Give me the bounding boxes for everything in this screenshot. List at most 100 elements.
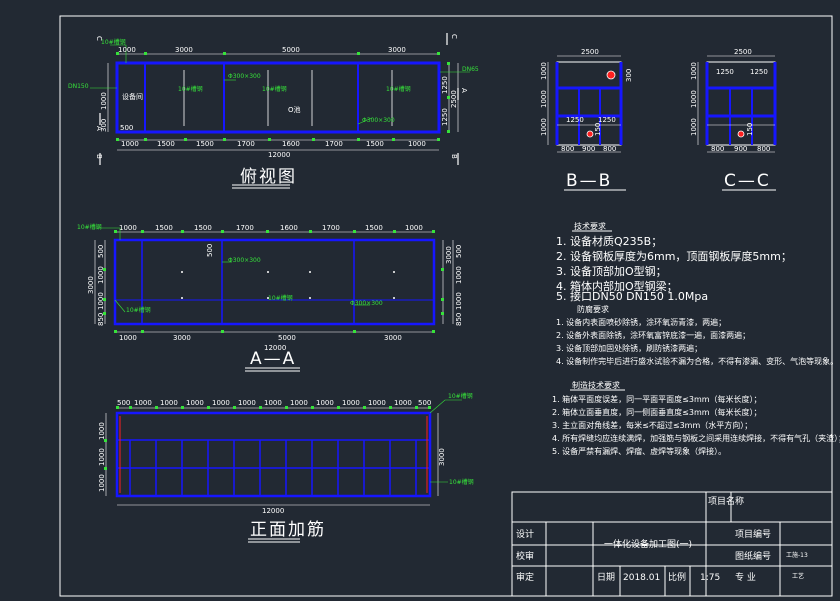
note-item: 1. 设备材质Q235B； [556, 234, 662, 248]
plan-room-text: 设备间 [122, 92, 143, 101]
note-item: 3. 主立面对角线差，每米≤不超过≤3mm（水平方向）； [552, 420, 752, 430]
plan-bottom-dim: 1600 [282, 140, 300, 148]
section-a-left: 850 [97, 313, 105, 326]
section-a-top: 1000 [405, 224, 423, 232]
section-a-title: A—A [250, 349, 296, 369]
section-c-view [697, 55, 777, 153]
section-mark: C [450, 34, 458, 39]
notes-heading: 技术要求 [574, 221, 606, 231]
tb-drawing-title: 一体化设备加工图(一) [604, 538, 692, 550]
section-a-left: 3000 [87, 276, 95, 294]
elevation-top: 1000 [212, 399, 230, 407]
elevation-top: 1000 [368, 399, 386, 407]
plan-bottom-dim: 1500 [366, 140, 384, 148]
elevation-top: 1000 [134, 399, 152, 407]
plan-total-dim: 12000 [268, 151, 290, 159]
elevation-top: 1000 [290, 399, 308, 407]
tb-date: 2018.01 [623, 573, 660, 583]
section-c-left: 1000 [690, 62, 698, 80]
section-a-bottom: 3000 [384, 334, 402, 342]
plan-green-label: Φ300×300 [228, 73, 261, 80]
section-b-left: 1000 [540, 62, 548, 80]
section-a-top: 1000 [119, 224, 137, 232]
elevation-right: 3000 [438, 448, 446, 466]
section-a-view [94, 227, 454, 333]
section-a-bottom: 1000 [119, 334, 137, 342]
section-mark: A [460, 88, 468, 93]
section-a-top: 1600 [280, 224, 298, 232]
section-a-green: 10#槽钢 [268, 294, 293, 302]
note-item: 2. 设备钢板厚度为6mm，顶面钢板厚度5mm； [556, 249, 792, 263]
section-c-top: 2500 [734, 48, 752, 56]
tb-drawing-no: 图纸编号 [735, 550, 771, 562]
elevation-left: 1000 [98, 422, 106, 440]
elevation-title: 正面加筋 [250, 520, 326, 540]
plan-left-dim: 300 [100, 119, 108, 132]
elevation-top: 1000 [264, 399, 282, 407]
plan-inner-dim: 500 [120, 124, 133, 132]
section-mark: C [95, 36, 103, 41]
section-b-title: B—B [566, 171, 612, 191]
elevation-green: 10#槽钢 [448, 392, 473, 400]
elevation-total: 12000 [262, 507, 284, 515]
plan-green-label: DN150 [68, 83, 89, 90]
tb-drawing-no-value: 工施-13 [786, 551, 808, 559]
section-mark: B [450, 154, 458, 159]
section-a-green: Φ300×300 [350, 300, 383, 307]
note-item: 5. 设备严禁有漏焊、焊瘤、虚焊等现象（焊接）。 [552, 446, 726, 456]
section-c-bottom: 900 [734, 145, 747, 153]
title-block-grid [511, 491, 833, 597]
section-a-top: 1700 [322, 224, 340, 232]
note-item: 2. 设备外表面除锈，涂环氧富锌底漆一遍，面漆两遍； [556, 330, 750, 340]
section-b-circle: 300 [625, 69, 633, 82]
section-a-left: 500 [97, 245, 105, 258]
tb-project-no: 项目编号 [735, 528, 771, 540]
section-c-bottom: 800 [711, 145, 724, 153]
section-a-left: 1000 [97, 266, 105, 284]
plan-bottom-dim: 1000 [408, 140, 426, 148]
section-a-total: 12000 [264, 344, 286, 352]
section-b-mid: 1250 [598, 116, 616, 124]
plan-green-label: 10#槽钢 [101, 38, 126, 46]
section-a-top: 1500 [365, 224, 383, 232]
section-a-right: 850 [455, 313, 463, 326]
section-a-top: 1500 [155, 224, 173, 232]
section-b-bottom: 800 [561, 145, 574, 153]
note-item: 4. 箱体内部加O型钢梁； [556, 279, 678, 293]
section-a-right: 500 [455, 245, 463, 258]
plan-right-total: 2500 [450, 90, 458, 108]
plan-green-label: DN65 [462, 66, 479, 73]
plan-bottom-dim: 1000 [121, 140, 139, 148]
tb-discipline-label: 专 业 [735, 571, 756, 583]
plan-bottom-dim: 1500 [196, 140, 214, 148]
tb-project-name-label: 项目名称 [708, 495, 744, 507]
elevation-top: 500 [117, 399, 130, 407]
section-a-green: 10#槽钢 [126, 306, 151, 314]
plan-bottom-dim: 1500 [157, 140, 175, 148]
elevation-left: 1000 [98, 448, 106, 466]
section-b-bottom: 800 [603, 145, 616, 153]
plan-left-dim: 1000 [100, 92, 108, 110]
tb-discipline: 工艺 [792, 572, 804, 580]
section-a-green: 10#槽钢 [77, 223, 102, 231]
elevation-top: 1000 [394, 399, 412, 407]
note-item: 2. 箱体立面垂直度，同一侧面垂直度≤3mm（每米长度）； [552, 407, 762, 417]
plan-top-dim: 3000 [388, 46, 406, 54]
section-a-green: Φ300×300 [228, 257, 261, 264]
section-mark: A [95, 126, 103, 131]
elevation-top: 1000 [186, 399, 204, 407]
section-a-top: 1700 [236, 224, 254, 232]
note-item: 4. 所有焊缝均应连续满焊，加强筋与钢板之间采用连续焊接，不得有气孔（夹渣）； [552, 433, 840, 443]
notes-heading: 防腐要求 [577, 304, 609, 314]
section-b-left: 1000 [540, 90, 548, 108]
section-a-right: 1000 [455, 266, 463, 284]
note-item: 1. 箱体平面度误差，同一平面平面度≤3mm（每米长度）； [552, 394, 762, 404]
section-c-circle: 150 [746, 123, 754, 136]
section-c-mid: 1250 [750, 68, 768, 76]
elevation-top: 1000 [160, 399, 178, 407]
plan-green-label: 10#槽钢 [178, 85, 203, 93]
plan-bottom-dim: 1700 [237, 140, 255, 148]
note-item: 5. 接口DN50 DN150 1.0Mpa [556, 290, 708, 303]
